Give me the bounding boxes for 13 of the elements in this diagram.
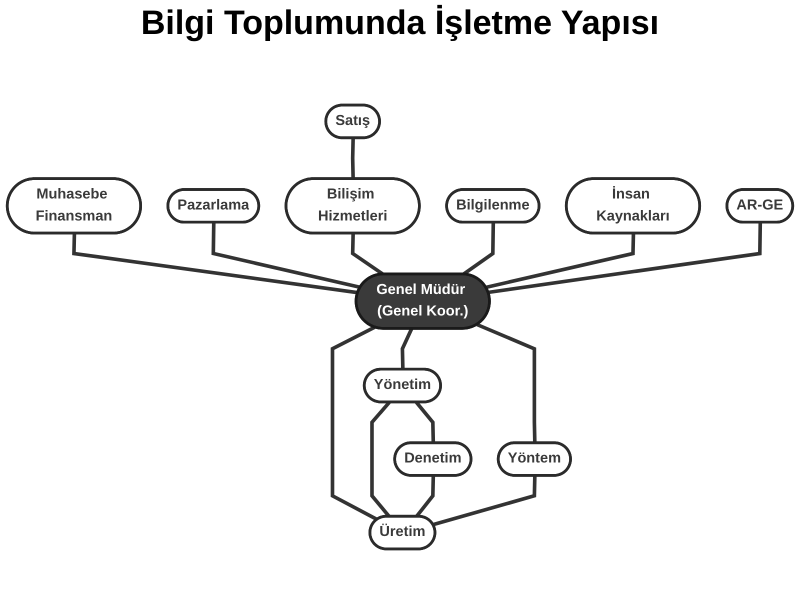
connector: [476, 322, 537, 444]
connector: [330, 326, 378, 522]
connector: [72, 233, 358, 294]
connector: [350, 233, 384, 276]
connector: [400, 328, 414, 370]
connector: [462, 222, 496, 276]
connector: [415, 401, 436, 444]
connector: [211, 222, 361, 290]
connector: [488, 222, 762, 294]
connector: [432, 476, 537, 526]
connector: [350, 138, 355, 180]
diagram-title: Bilgi Toplumunda İşletme Yapısı: [140, 4, 660, 43]
connector: [486, 233, 636, 290]
